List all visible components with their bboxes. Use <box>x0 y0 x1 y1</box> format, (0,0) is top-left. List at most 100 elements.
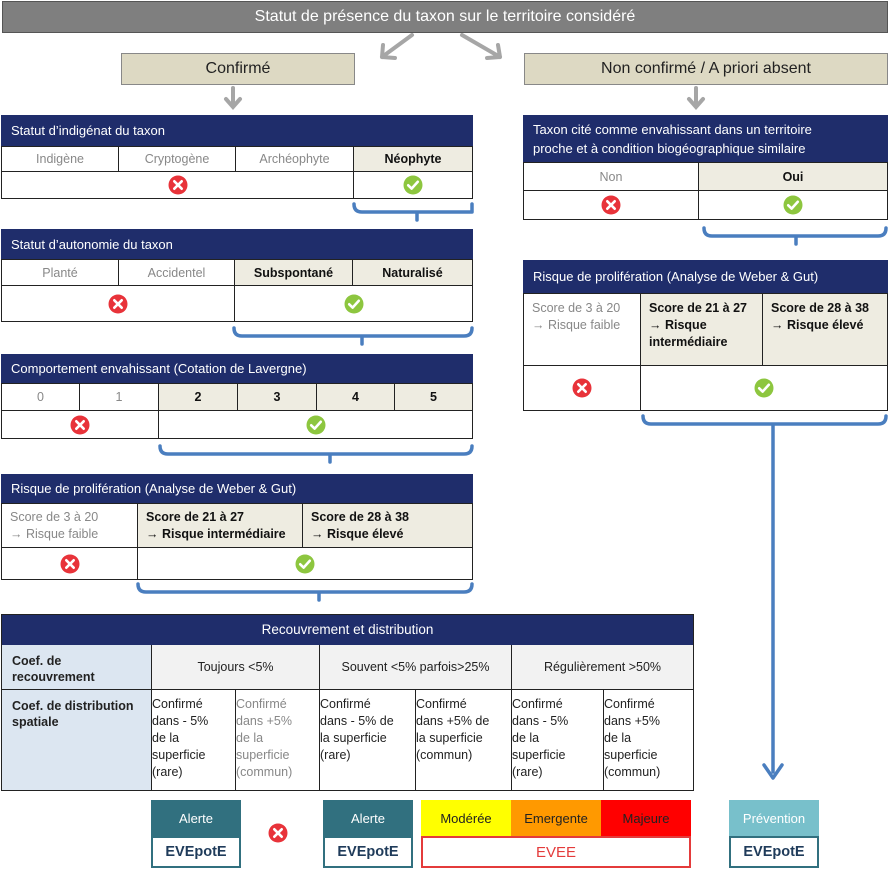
brace-comportement <box>158 444 474 464</box>
cross-icon <box>60 554 80 574</box>
arrow-down-confirme <box>224 86 242 111</box>
check-icon <box>783 195 803 215</box>
mid-risk-text: → Risque <box>649 318 707 332</box>
label-line: Coef. de <box>12 654 62 668</box>
distribution-line: dans +5% <box>236 714 292 728</box>
col-subspontane: Subspontané <box>235 260 353 286</box>
envahissant-table: Non Oui <box>523 162 888 220</box>
autonomie-header: Statut d’autonomie du taxon <box>1 229 473 259</box>
comportement-reject-cell <box>2 411 159 438</box>
col-indigene: Indigène <box>2 147 119 172</box>
proliferation-left-header: Risque de prolifération (Analyse de Webe… <box>1 474 473 503</box>
envahissant-title-line2: proche et à condition biogéographique si… <box>533 140 806 156</box>
distribution-line: Confirmé <box>236 697 287 711</box>
check-icon <box>306 415 326 435</box>
distribution-line: Confirmé <box>604 697 655 711</box>
coef-distribution-label: Coef. de distribution spatiale <box>2 690 152 790</box>
prolif-left-reject-cell <box>2 548 138 579</box>
high-score-text: Score de 28 à 38 <box>771 301 869 315</box>
autonomie-table: Planté Accidentel Subspontané Naturalisé <box>1 259 473 322</box>
col-score-0: 0 <box>2 384 80 411</box>
label-line: recouvrement <box>12 670 95 684</box>
distribution-line: la superficie <box>416 731 483 745</box>
arrow-to-prevention <box>762 763 784 780</box>
col-score-2: 2 <box>159 384 238 411</box>
low-risk-text: → Risque faible <box>10 526 99 541</box>
distribution-line: Confirmé <box>416 697 467 711</box>
low-score-text: Score de 3 à 20 <box>10 509 99 524</box>
proliferation-right-header: Risque de prolifération (Analyse de Webe… <box>523 260 888 293</box>
envahissant-title-line1: Taxon cité comme envahissant dans un ter… <box>533 121 812 137</box>
distribution-line: superficie <box>152 748 206 762</box>
evee-label: EVEE <box>421 836 691 868</box>
evepote-1-label: EVEpotE <box>151 836 241 868</box>
check-icon <box>403 175 423 195</box>
check-icon <box>344 294 364 314</box>
high-risk-text: → Risque élevé <box>771 318 864 332</box>
evee-emergente: Emergente <box>511 800 601 836</box>
cross-icon <box>268 823 288 843</box>
col-score-5: 5 <box>395 384 472 411</box>
indigenat-header: Statut d’indigénat du taxon <box>1 115 473 146</box>
prolif-right-low: Score de 3 à 20 → Risque faible <box>524 294 641 366</box>
distribution-line: dans - 5% <box>512 714 569 728</box>
envahissant-accept-cell <box>699 191 887 219</box>
autonomie-accept-cell <box>235 286 472 321</box>
distribution-line: (commun) <box>416 748 473 762</box>
prolif-left-low: Score de 3 à 20 → Risque faible <box>2 504 138 548</box>
label-line: spatiale <box>12 715 59 729</box>
prolif-left-mid: Score de 21 à 27 → Risque intermédiaire <box>138 504 303 548</box>
indigenat-reject-cell <box>2 172 354 198</box>
col-plante: Planté <box>2 260 119 286</box>
evee-majeure: Majeure <box>601 800 691 836</box>
result-reject <box>268 823 288 843</box>
high-risk-text: → Risque élevé <box>311 526 404 541</box>
alerte-2-label: Alerte <box>323 800 413 836</box>
distribution-line: (rare) <box>512 765 543 779</box>
arrow-left-branch <box>380 33 414 60</box>
distribution-line: Confirmé <box>512 697 563 711</box>
distribution-line: Confirmé <box>152 697 203 711</box>
col-score-3: 3 <box>238 384 317 411</box>
diagram-title: Statut de présence du taxon sur le terri… <box>2 1 888 33</box>
prolif-left-accept-cell <box>138 548 472 579</box>
high-score-text: Score de 28 à 38 <box>311 509 409 524</box>
col-score-4: 4 <box>317 384 395 411</box>
brace-neophyte <box>352 202 474 222</box>
distribution-line: (rare) <box>320 748 351 762</box>
mid-risk-text: → Risque intermédiaire <box>146 526 286 541</box>
col-score-1: 1 <box>80 384 159 411</box>
branch-confirme: Confirmé <box>121 53 355 85</box>
cross-icon <box>108 294 128 314</box>
mid-risk-text-2: intermédiaire <box>649 335 728 349</box>
label-line: Coef. de distribution <box>12 699 134 713</box>
coverage-souvent: Souvent <5% parfois>25% <box>320 645 512 690</box>
brace-autonomie <box>232 326 474 346</box>
col-cryptogene: Cryptogène <box>119 147 236 172</box>
distribution-line: superficie <box>604 748 658 762</box>
distribution-line: de la <box>236 731 264 745</box>
cross-icon <box>572 378 592 398</box>
comportement-header: Comportement envahissant (Cotation de La… <box>1 354 473 383</box>
prolif-left-high: Score de 28 à 38 → Risque élevé <box>303 504 472 548</box>
mid-score-text: Score de 21 à 27 <box>649 301 747 315</box>
envahissant-reject-cell <box>524 191 699 219</box>
arrow-right-branch <box>460 33 502 60</box>
col-neophyte: Néophyte <box>354 147 472 172</box>
prolif-right-high: Score de 28 à 38 → Risque élevé <box>763 294 887 366</box>
cross-icon <box>168 175 188 195</box>
indigenat-table: Indigène Cryptogène Archéophyte Néophyte <box>1 146 473 199</box>
evepote-prevention-label: EVEpotE <box>729 836 819 868</box>
evepote-2-label: EVEpotE <box>323 836 413 868</box>
col-accidentel: Accidentel <box>119 260 235 286</box>
check-icon <box>295 554 315 574</box>
distribution-line: dans - 5% <box>152 714 209 728</box>
col-naturalise: Naturalisé <box>353 260 472 286</box>
recouvrement-table: Recouvrement et distribution Coef. de re… <box>1 614 694 791</box>
distribution-line: superficie <box>236 748 290 762</box>
